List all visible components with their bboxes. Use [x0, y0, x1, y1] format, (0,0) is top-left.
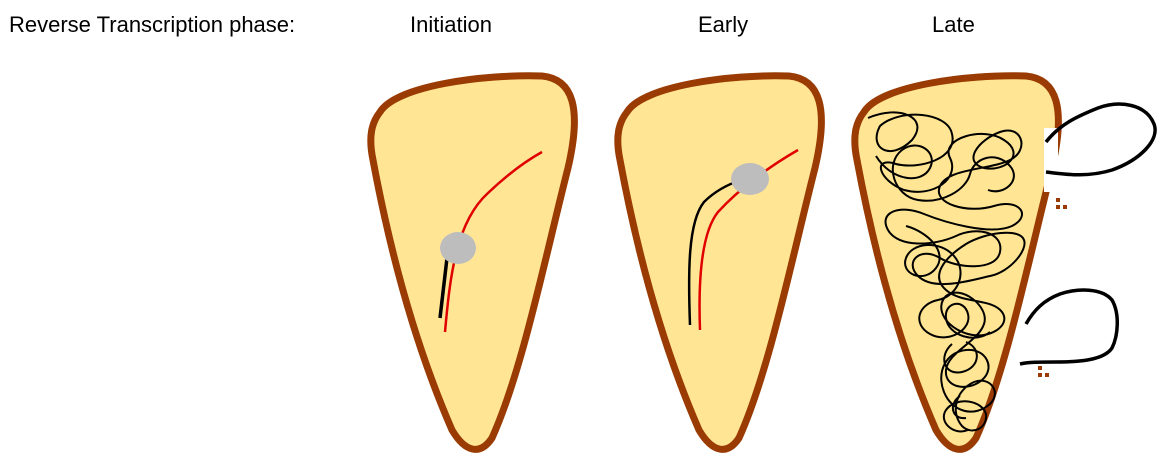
late-panel	[855, 76, 1155, 450]
late-dna-loop-lower	[1020, 290, 1117, 364]
late-dna-loop-upper	[1046, 104, 1155, 175]
early-panel	[618, 76, 822, 450]
early-capsid	[618, 76, 822, 450]
late-capsid-fragments-lower-icon	[1038, 366, 1049, 377]
initiation-capsid	[371, 76, 575, 450]
late-capsid-fragments-upper-icon	[1056, 198, 1067, 209]
initiation-panel	[371, 76, 575, 450]
late-capsid	[855, 76, 1059, 450]
initiation-reverse-transcriptase-icon	[440, 232, 476, 264]
early-reverse-transcriptase-icon	[731, 163, 769, 195]
